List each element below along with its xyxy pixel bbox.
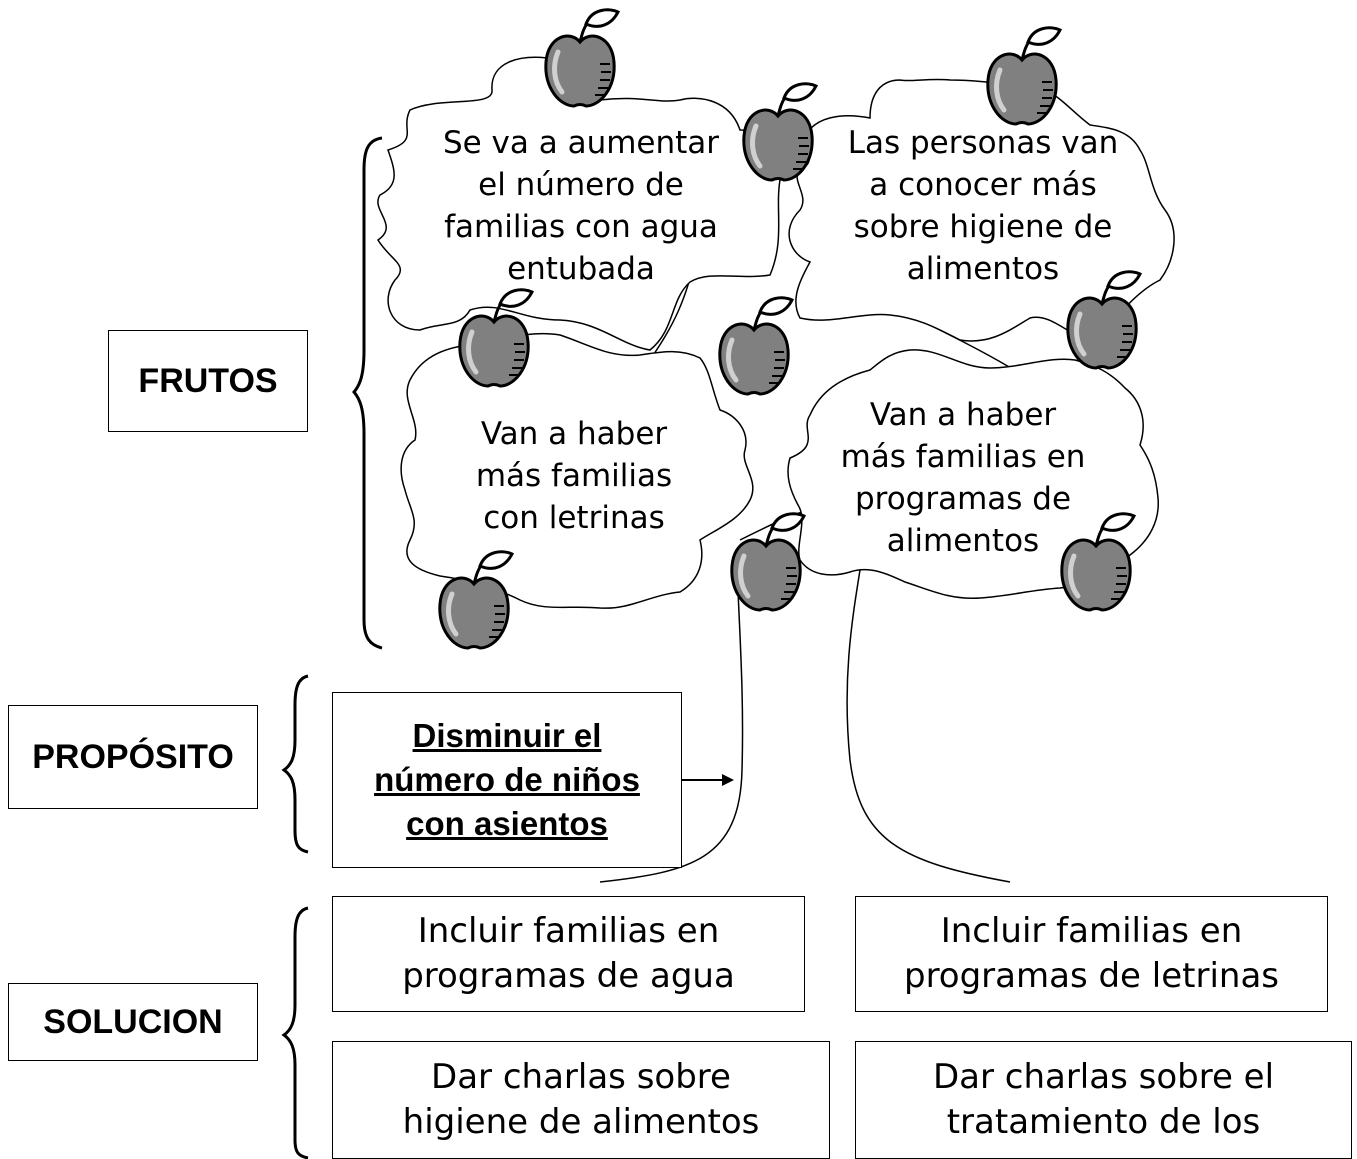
purpose-box: Disminuir el número de niños con asiento… bbox=[332, 692, 682, 868]
fruit-text-alimentos: Van a haber más familias en programas de… bbox=[840, 397, 1086, 559]
fruit-text-agua: Se va a aumentar el número de familias c… bbox=[442, 125, 720, 287]
solucion-label: SOLUCION bbox=[8, 983, 258, 1061]
apple-icon bbox=[720, 298, 792, 394]
apple-icon bbox=[744, 84, 816, 180]
frutos-label: FRUTOS bbox=[108, 330, 308, 432]
proposito-label: PROPÓSITO bbox=[8, 705, 258, 809]
apple-icon bbox=[546, 10, 618, 106]
fruit-text-letrinas: Van a haber más familias con letrinas bbox=[475, 416, 673, 536]
solution-box-letrinas: Incluir familias en programas de letrina… bbox=[855, 896, 1328, 1012]
fruit-text-higiene: Las personas van a conocer más sobre hig… bbox=[847, 125, 1119, 287]
apple-icon bbox=[988, 28, 1060, 124]
apple-icon bbox=[732, 514, 804, 610]
solution-box-higiene: Dar charlas sobre higiene de alimentos bbox=[332, 1041, 830, 1159]
solution-box-tratamiento: Dar charlas sobre el tratamiento de los bbox=[855, 1041, 1352, 1159]
solution-box-agua: Incluir familias en programas de agua bbox=[332, 896, 805, 1012]
